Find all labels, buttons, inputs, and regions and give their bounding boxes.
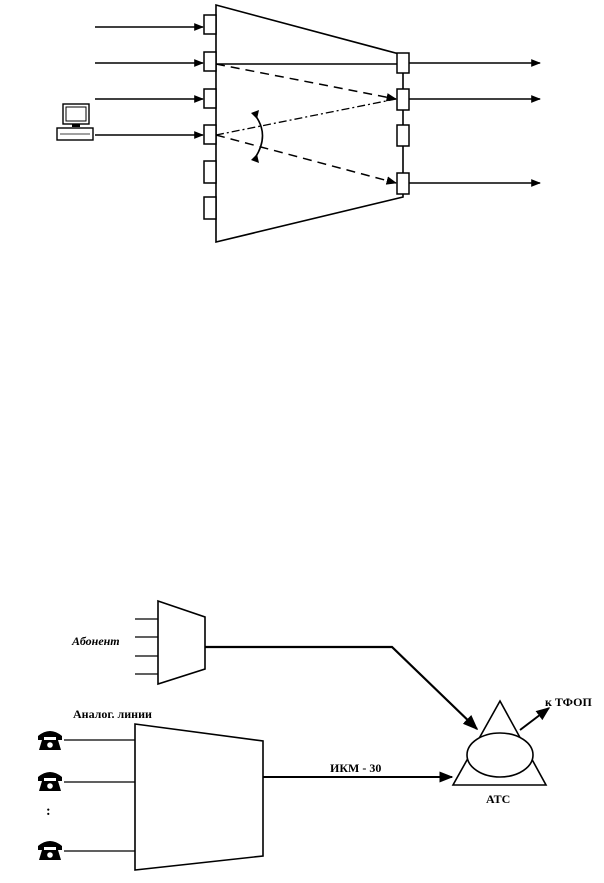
arc-arrow-bottom-icon bbox=[251, 154, 259, 163]
input-port-2 bbox=[203, 51, 217, 72]
pstn-label: к ТФОП bbox=[545, 695, 592, 709]
telephone-icon bbox=[38, 731, 62, 750]
ats-label: АТС bbox=[486, 792, 510, 806]
output-port-4 bbox=[396, 172, 410, 195]
analog-lines-label: Аналог. линии bbox=[73, 707, 152, 721]
dashed-connection-1 bbox=[215, 63, 398, 102]
pstn-arrow bbox=[519, 707, 551, 731]
input-port-4 bbox=[203, 124, 217, 145]
subscriber-multiplexer bbox=[157, 599, 206, 686]
input-port-5 bbox=[203, 160, 217, 184]
desktop-computer-icon bbox=[56, 103, 94, 141]
input-port-1 bbox=[203, 14, 217, 35]
input-port-6 bbox=[203, 196, 217, 220]
switch-diagram bbox=[56, 3, 541, 244]
arc-arrow-top-icon bbox=[251, 110, 259, 119]
output-port-2 bbox=[396, 88, 410, 111]
input-port-3 bbox=[203, 88, 217, 109]
subscriber-label: Абонент bbox=[71, 634, 120, 648]
ats-switching-field bbox=[466, 732, 534, 778]
pcm-label: ИКМ - 30 bbox=[330, 761, 381, 775]
output-port-1 bbox=[396, 52, 410, 74]
dashdot-connection-1 bbox=[215, 98, 397, 136]
telephone-icon bbox=[38, 772, 62, 791]
analog-multiplexer bbox=[134, 723, 264, 871]
subscriber-trunk-line bbox=[205, 645, 479, 731]
output-port-3 bbox=[396, 124, 410, 147]
ats-diagram: Абонент Аналог. линии : ИКМ - 30 bbox=[38, 599, 592, 871]
switching-arc bbox=[254, 114, 264, 159]
telephone-icon bbox=[38, 841, 62, 860]
ellipsis-label: : bbox=[46, 804, 51, 819]
dashed-connection-2 bbox=[215, 134, 398, 185]
switch-body bbox=[215, 3, 404, 244]
